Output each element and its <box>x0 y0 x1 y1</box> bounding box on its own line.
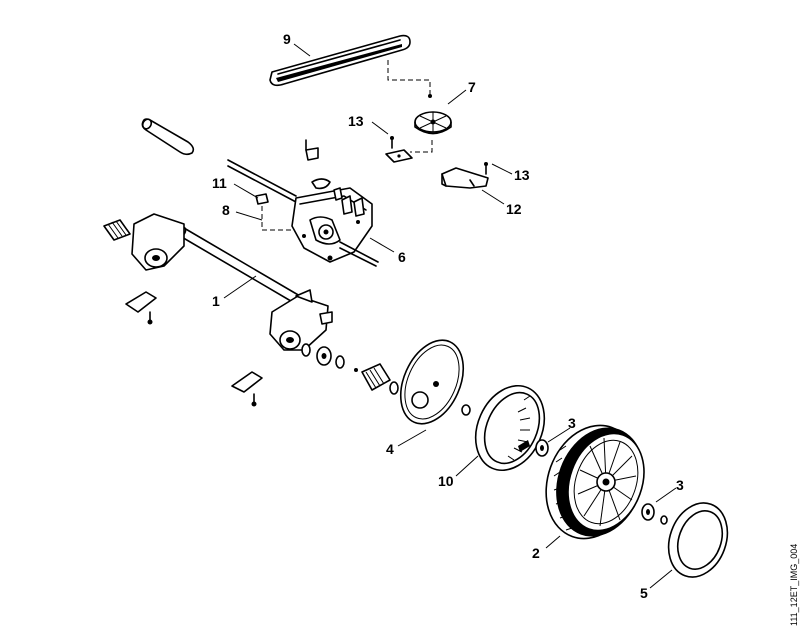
callout-13-upper: 13 <box>348 113 364 129</box>
callout-2: 2 <box>532 545 540 561</box>
part-11-pin <box>255 193 269 205</box>
pulley-link-line <box>410 140 433 153</box>
callout-1: 1 <box>212 293 220 309</box>
image-code: 111_12ET_IMG_004 <box>789 544 799 626</box>
left-wheel-bracket <box>103 213 185 325</box>
part-10-ring-gear <box>474 384 546 472</box>
part-3-washer-outer <box>641 503 668 525</box>
callout-3-outer: 3 <box>676 477 684 493</box>
callout-9: 9 <box>283 31 291 47</box>
pin-path-line <box>261 206 292 231</box>
callout-4: 4 <box>386 441 394 457</box>
part-2-wheel <box>545 424 645 540</box>
callout-5: 5 <box>640 585 648 601</box>
part-12-bracket <box>441 162 489 189</box>
belt-path-line <box>387 60 431 95</box>
part-9-drive-belt <box>269 34 411 87</box>
part-8-leader <box>235 211 263 221</box>
callout-labels: 9 7 13 13 12 11 8 6 1 4 10 3 2 3 5 <box>212 31 684 601</box>
drive-pinion <box>361 363 407 397</box>
part-7-pulley <box>414 94 452 135</box>
callout-13-lower: 13 <box>514 167 530 183</box>
part-3-washer-inner <box>535 439 549 457</box>
part-1-axle <box>177 226 301 305</box>
callout-3-inner: 3 <box>568 415 576 431</box>
sleeve-tube <box>141 118 195 156</box>
callout-6: 6 <box>398 249 406 265</box>
callout-8: 8 <box>222 202 230 218</box>
callout-10: 10 <box>438 473 454 489</box>
leader-lines <box>223 43 677 589</box>
part-6-gearbox <box>227 139 379 267</box>
axle-washers <box>301 343 358 372</box>
right-wheel-bracket <box>231 289 333 407</box>
callout-7: 7 <box>468 79 476 95</box>
callout-11: 11 <box>212 175 227 191</box>
part-4-wheel-cover <box>399 339 471 425</box>
callout-12: 12 <box>506 201 522 217</box>
part-5-hub-cap <box>667 502 729 578</box>
part-13-screw-plate <box>385 136 413 163</box>
